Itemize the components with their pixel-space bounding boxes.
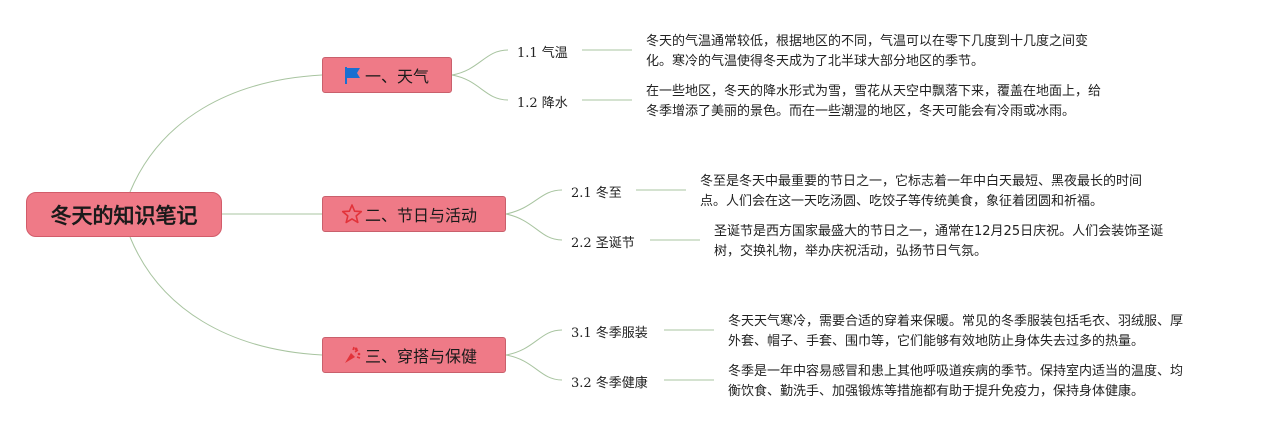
sub-topic-winter-clothing[interactable]: 3.1 冬季服装 <box>571 326 648 341</box>
description-winter-clothing: 冬天天气寒冷，需要合适的穿着来保暖。常见的冬季服装包括毛衣、羽绒服、厚 外套、帽… <box>728 312 1183 352</box>
link-branch-2-sub-1 <box>505 189 563 215</box>
description-christmas: 圣诞节是西方国家最盛大的节日之一，通常在12月25日庆祝。人们会装饰圣诞 树，交… <box>714 222 1163 262</box>
description-line: 冬季是一年中容易感冒和患上其他呼吸道疾病的季节。保持室内适当的温度、均 <box>728 364 1184 379</box>
description-line: 树，交换礼物，举办庆祝活动，弘扬节日气氛。 <box>714 244 988 259</box>
description-winter-health: 冬季是一年中容易感冒和患上其他呼吸道疾病的季节。保持室内适当的温度、均 衡饮食、… <box>728 362 1183 402</box>
sub-topic-christmas[interactable]: 2.2 圣诞节 <box>571 236 635 251</box>
branch-weather-label: 一、天气 <box>365 67 430 86</box>
flag-icon <box>341 64 363 86</box>
description-line: 冬至是冬天中最重要的节日之一，它标志着一年中白天最短、黑夜最长的时间 <box>700 174 1143 189</box>
branch-clothing-health[interactable]: 三、穿搭与保健 <box>322 337 506 373</box>
description-line: 在一些地区，冬天的降水形式为雪，雪花从天空中飘落下来，覆盖在地面上，给 <box>646 84 1102 99</box>
branch-weather[interactable]: 一、天气 <box>322 57 452 93</box>
branch-festivals-label: 二、节日与活动 <box>365 206 478 225</box>
description-line: 圣诞节是西方国家最盛大的节日之一，通常在12月25日庆祝。人们会装饰圣诞 <box>714 224 1164 239</box>
root-topic[interactable]: 冬天的知识笔记 <box>26 192 222 237</box>
link-branch-3-sub-1 <box>505 329 563 356</box>
description-line: 化。寒冷的气温使得冬天成为了北半球大部分地区的季节。 <box>646 54 985 69</box>
party-popper-icon <box>341 344 363 366</box>
description-line: 点。人们会在这一天吃汤圆、吃饺子等传统美食，象征着团圆和祈福。 <box>700 194 1104 209</box>
description-precipitation: 在一些地区，冬天的降水形式为雪，雪花从天空中飘落下来，覆盖在地面上，给 冬季增添… <box>646 82 1101 122</box>
link-branch-3-sub-2 <box>505 354 563 381</box>
description-winter-solstice: 冬至是冬天中最重要的节日之一，它标志着一年中白天最短、黑夜最长的时间 点。人们会… <box>700 172 1142 212</box>
description-line: 外套、帽子、手套、围巾等，它们能够有效地防止身体失去过多的热量。 <box>728 334 1145 349</box>
link-root-branch-3 <box>129 236 323 356</box>
sub-topic-winter-health[interactable]: 3.2 冬季健康 <box>571 376 648 391</box>
description-line: 冬天的气温通常较低，根据地区的不同，气温可以在零下几度到十几度之间变 <box>646 34 1089 49</box>
description-temperature: 冬天的气温通常较低，根据地区的不同，气温可以在零下几度到十几度之间变 化。寒冷的… <box>646 32 1088 72</box>
sub-topic-temperature[interactable]: 1.1 气温 <box>517 46 568 61</box>
description-line: 冬天天气寒冷，需要合适的穿着来保暖。常见的冬季服装包括毛衣、羽绒服、厚 <box>728 314 1184 329</box>
link-branch-1-sub-1 <box>451 49 509 76</box>
description-line: 衡饮食、勤洗手、加强锻炼等措施都有助于提升免疫力，保持身体健康。 <box>728 384 1145 399</box>
description-line: 冬季增添了美丽的景色。而在一些潮湿的地区，冬天可能会有冷雨或冰雨。 <box>646 104 1076 119</box>
star-icon <box>341 203 363 225</box>
link-branch-2-sub-2 <box>505 213 563 241</box>
link-branch-1-sub-2 <box>451 74 509 101</box>
branch-festivals[interactable]: 二、节日与活动 <box>322 196 506 232</box>
root-topic-label: 冬天的知识笔记 <box>50 203 198 228</box>
sub-topic-winter-solstice[interactable]: 2.1 冬至 <box>571 186 622 201</box>
branch-clothing-health-label: 三、穿搭与保健 <box>365 347 478 366</box>
link-root-branch-1 <box>129 74 323 193</box>
sub-topic-precipitation[interactable]: 1.2 降水 <box>517 96 568 111</box>
